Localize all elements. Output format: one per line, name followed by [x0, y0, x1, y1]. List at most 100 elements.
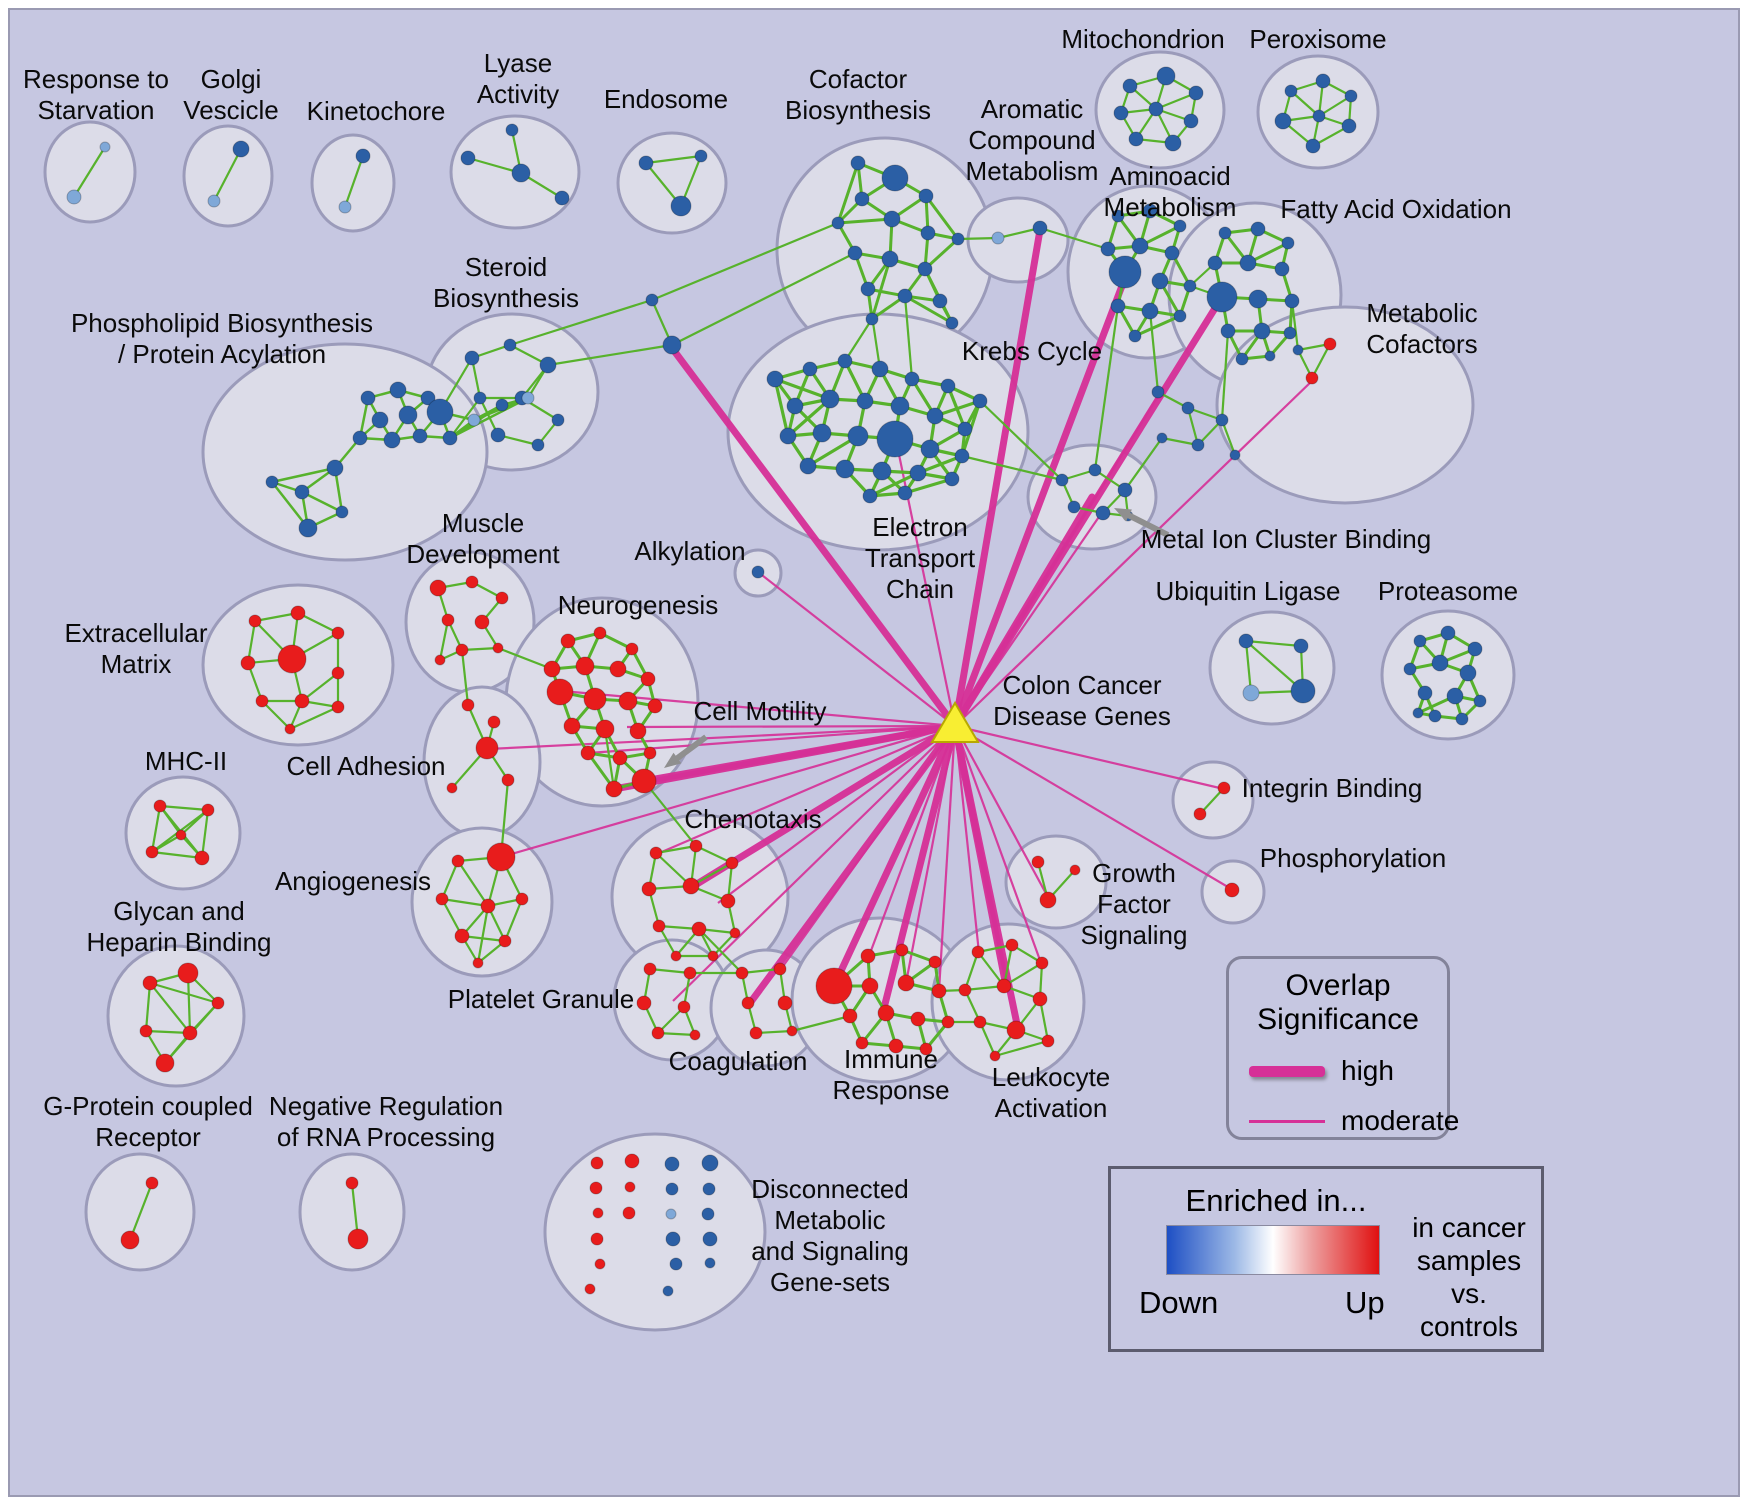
gene-set-node[interactable] [177, 962, 199, 984]
gene-set-node[interactable] [472, 957, 484, 969]
gene-set-node[interactable] [643, 962, 657, 976]
gene-set-node[interactable] [694, 149, 708, 163]
gene-set-node[interactable] [1206, 281, 1238, 313]
gene-set-node[interactable] [1403, 662, 1417, 676]
gene-set-node[interactable] [1111, 209, 1125, 223]
gene-set-node[interactable] [435, 892, 449, 906]
gene-set-node[interactable] [546, 678, 574, 706]
gene-set-node[interactable] [860, 281, 876, 297]
gene-set-node[interactable] [872, 461, 892, 481]
gene-set-node[interactable] [636, 995, 652, 1011]
gene-set-node[interactable] [1220, 323, 1236, 339]
gene-set-node[interactable] [593, 626, 607, 640]
gene-set-node[interactable] [1235, 352, 1249, 366]
gene-set-node[interactable] [638, 155, 654, 171]
gene-set-node[interactable] [895, 943, 909, 957]
gene-set-node[interactable] [1312, 109, 1326, 123]
gene-set-node[interactable] [495, 398, 509, 412]
gene-set-node[interactable] [240, 655, 256, 671]
gene-set-node[interactable] [631, 768, 657, 794]
gene-set-node[interactable] [531, 438, 545, 452]
gene-set-node[interactable] [1292, 344, 1304, 356]
gene-set-node[interactable] [707, 950, 719, 962]
gene-set-node[interactable] [881, 250, 899, 268]
gene-set-node[interactable] [624, 1153, 640, 1169]
gene-set-node[interactable] [1428, 709, 1442, 723]
gene-set-node[interactable] [563, 717, 581, 735]
gene-set-node[interactable] [465, 575, 479, 589]
gene-set-node[interactable] [1218, 226, 1232, 240]
gene-set-node[interactable] [926, 407, 944, 425]
gene-set-node[interactable] [773, 962, 787, 976]
gene-set-node[interactable] [1151, 272, 1169, 290]
gene-set-node[interactable] [862, 488, 878, 504]
gene-set-node[interactable] [1156, 66, 1176, 86]
gene-set-node[interactable] [662, 1285, 674, 1297]
gene-set-node[interactable] [331, 666, 345, 680]
gene-set-node[interactable] [1110, 298, 1126, 314]
gene-set-node[interactable] [701, 1207, 715, 1221]
gene-set-node[interactable] [860, 948, 876, 964]
gene-set-node[interactable] [495, 591, 509, 605]
gene-set-node[interactable] [871, 360, 889, 378]
gene-set-node[interactable] [492, 642, 504, 654]
gene-set-node[interactable] [702, 1182, 716, 1196]
gene-set-node[interactable] [475, 736, 499, 760]
gene-set-node[interactable] [1413, 634, 1427, 648]
gene-set-node[interactable] [777, 995, 793, 1011]
gene-set-node[interactable] [1217, 781, 1231, 795]
gene-set-node[interactable] [145, 845, 159, 859]
gene-set-node[interactable] [1131, 237, 1149, 255]
gene-set-node[interactable] [464, 350, 480, 366]
gene-set-node[interactable] [1264, 350, 1276, 362]
gene-set-node[interactable] [345, 1176, 359, 1190]
gene-set-node[interactable] [360, 390, 376, 406]
gene-set-node[interactable] [786, 1025, 798, 1037]
gene-set-node[interactable] [1035, 956, 1049, 970]
gene-set-node[interactable] [501, 773, 515, 787]
gene-set-node[interactable] [298, 518, 318, 538]
gene-set-node[interactable] [609, 660, 627, 678]
gene-set-node[interactable] [338, 200, 352, 214]
gene-set-node[interactable] [1164, 134, 1182, 152]
gene-set-node[interactable] [441, 613, 455, 627]
gene-set-node[interactable] [920, 225, 936, 241]
gene-set-node[interactable] [945, 316, 959, 330]
gene-set-node[interactable] [877, 1004, 895, 1022]
gene-set-node[interactable] [232, 140, 250, 158]
gene-set-node[interactable] [735, 966, 749, 980]
gene-set-node[interactable] [207, 194, 221, 208]
gene-set-node[interactable] [451, 854, 465, 868]
gene-set-node[interactable] [1108, 255, 1142, 289]
gene-set-node[interactable] [284, 723, 296, 735]
gene-set-node[interactable] [371, 411, 389, 429]
gene-set-node[interactable] [941, 1015, 955, 1029]
gene-set-node[interactable] [335, 505, 349, 519]
gene-set-node[interactable] [831, 216, 845, 230]
gene-set-node[interactable] [521, 391, 535, 405]
gene-set-node[interactable] [890, 396, 910, 416]
gene-set-node[interactable] [958, 983, 972, 997]
gene-set-node[interactable] [847, 425, 869, 447]
gene-set-node[interactable] [155, 1053, 175, 1073]
gene-set-node[interactable] [99, 141, 111, 153]
gene-set-node[interactable] [641, 881, 657, 897]
gene-set-node[interactable] [554, 190, 570, 206]
gene-set-node[interactable] [145, 1176, 159, 1190]
gene-set-node[interactable] [1164, 245, 1180, 261]
gene-set-node[interactable] [725, 856, 739, 870]
gene-set-node[interactable] [847, 245, 863, 261]
gene-set-node[interactable] [1151, 385, 1165, 399]
gene-set-node[interactable] [1128, 329, 1142, 343]
gene-set-node[interactable] [429, 579, 447, 597]
gene-set-node[interactable] [589, 1181, 603, 1195]
gene-set-node[interactable] [971, 945, 985, 959]
gene-set-node[interactable] [442, 430, 458, 446]
gene-set-node[interactable] [1141, 302, 1159, 320]
gene-set-node[interactable] [331, 626, 345, 640]
gene-set-node[interactable] [701, 1154, 719, 1172]
gene-set-node[interactable] [1005, 938, 1019, 952]
gene-set-node[interactable] [1039, 891, 1057, 909]
gene-set-node[interactable] [643, 746, 657, 760]
gene-set-node[interactable] [689, 1029, 701, 1041]
